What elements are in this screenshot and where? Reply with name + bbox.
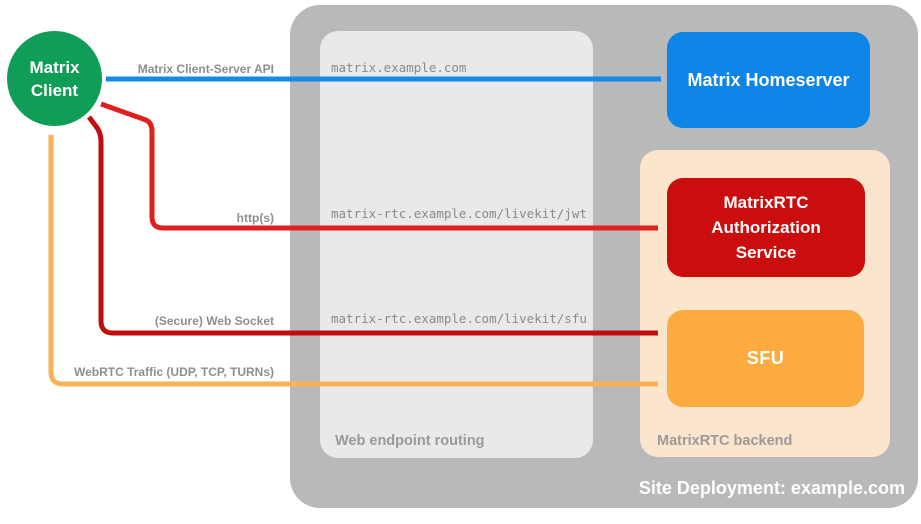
client-server-api-label: Matrix Client-Server API — [137, 62, 274, 76]
sfu-node-label: SFU — [746, 348, 785, 368]
matrix-client-node: Matrix Client — [7, 31, 102, 126]
endpoint-url-livekit-sfu: matrix-rtc.example.com/livekit/sfu — [331, 311, 587, 326]
webrtc-traffic-label: WebRTC Traffic (UDP, TCP, TURNs) — [73, 365, 274, 379]
matrix-homeserver-node-label: Matrix Homeserver — [687, 69, 850, 90]
matrixrtc-backend-label: MatrixRTC backend — [657, 433, 793, 449]
site-deployment-label: Site Deployment: example.com — [638, 478, 905, 498]
endpoint-url-livekit-jwt: matrix-rtc.example.com/livekit/jwt — [331, 206, 587, 221]
https-label: http(s) — [236, 211, 274, 225]
web-endpoint-routing-label: Web endpoint routing — [335, 433, 485, 449]
web-socket-label: (Secure) Web Socket — [154, 314, 274, 328]
matrixrtc-auth-service-node: MatrixRTC Authorization Service — [667, 178, 865, 277]
matrixrtc-auth-service-node-label: MatrixRTC Authorization Service — [711, 193, 821, 262]
endpoint-url-homeserver: matrix.example.com — [331, 60, 467, 75]
sfu-node: SFU — [667, 310, 864, 407]
matrix-client-node-label: Matrix Client — [29, 57, 80, 100]
web-endpoint-routing-container — [320, 31, 593, 458]
matrix-homeserver-node: Matrix Homeserver — [667, 32, 870, 128]
